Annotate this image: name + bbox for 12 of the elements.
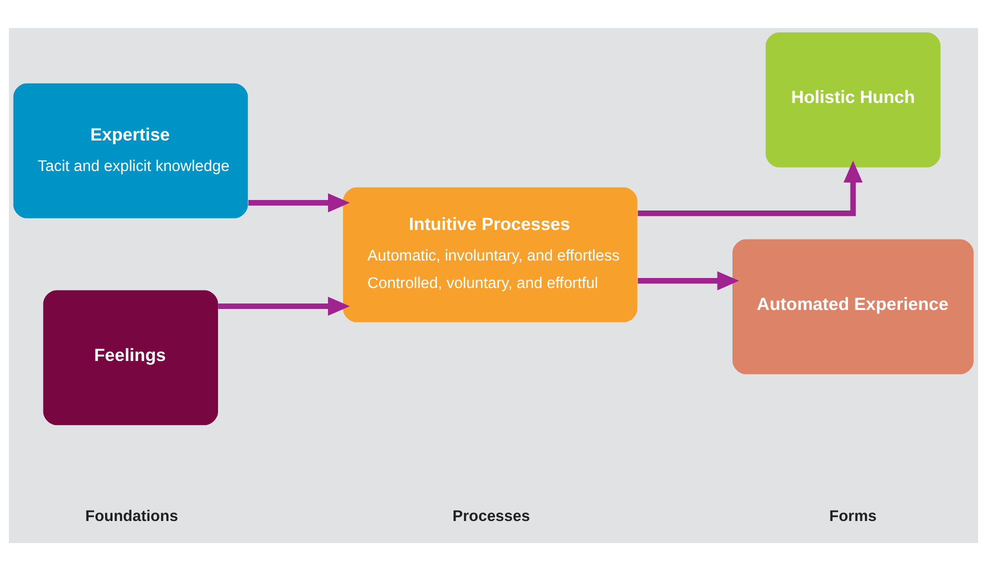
node-box: Holistic Hunch	[766, 32, 940, 167]
label: Forms	[829, 508, 877, 525]
arrow	[248, 192, 350, 212]
node-box: Automated Experience	[732, 238, 974, 374]
node-box: Expertise Tacit and explicit knowledge	[13, 82, 248, 218]
arrow	[638, 270, 740, 290]
arrow	[638, 160, 863, 216]
node-box: Intuitive Processes Automatic, involuntary, and effortless Controlled, voluntary, and effortful	[343, 186, 638, 322]
label: Processes	[452, 508, 530, 525]
label: Foundations	[85, 508, 178, 525]
node-box: Feelings	[43, 290, 218, 425]
arrow	[218, 296, 350, 316]
